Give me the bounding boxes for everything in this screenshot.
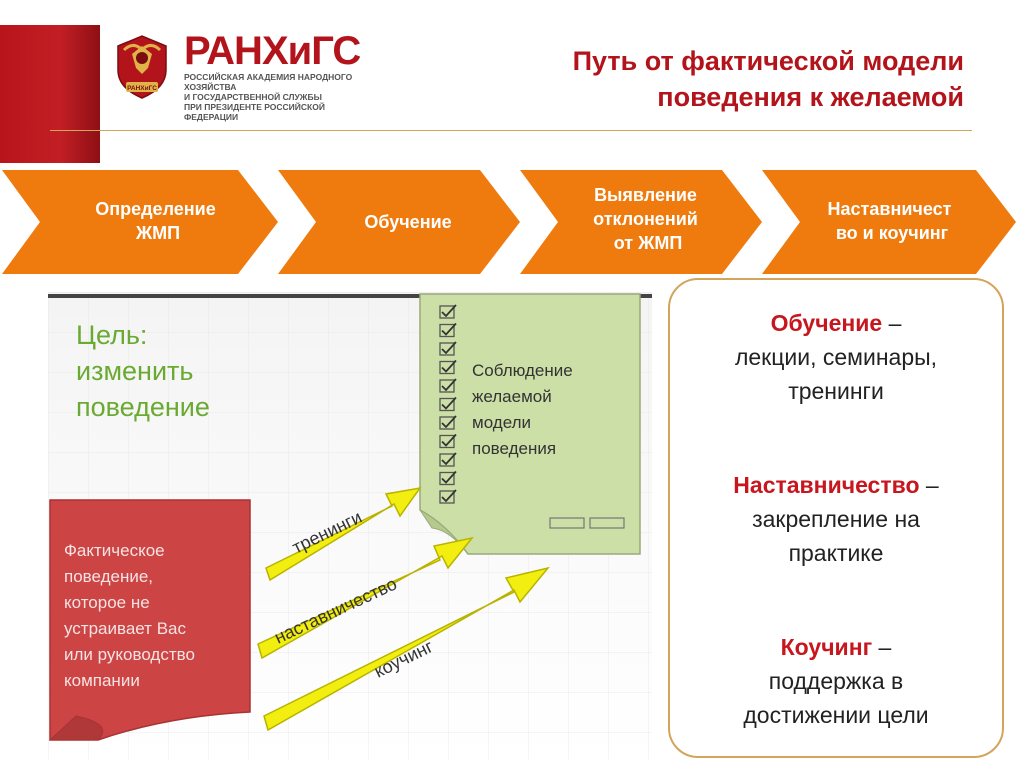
desired-behavior-text: Соблюдение желаемой модели поведения (472, 361, 577, 458)
logo-name: РАНХиГС (184, 29, 361, 73)
logo-subtitle-line: при Президенте Российской Федерации (184, 102, 325, 122)
note-field-box (589, 517, 625, 529)
actual-behavior-text: Фактическое поведение, которое не устраи… (64, 541, 200, 690)
goal-text: Цель: изменить поведение (76, 320, 210, 422)
arrow-coaching (263, 566, 550, 732)
info-panel: Обучение – лекции, семинары, тренинги На… (668, 278, 1004, 758)
arrows-group (257, 486, 550, 732)
step-chevron-3 (520, 170, 762, 274)
arrow-mentoring (257, 536, 474, 660)
process-steps: Определение ЖМП Обучение Выявление откло… (2, 170, 1016, 274)
arrow-trainings (265, 486, 422, 582)
checkbox-icon (439, 433, 457, 449)
header-red-block (0, 25, 100, 163)
slide-title-line: поведения к желаемой (657, 82, 964, 112)
checkbox-icon (439, 415, 457, 430)
behavior-illustration: Цель: изменить поведение Соблюдение жела… (48, 292, 652, 760)
checkbox-icon (439, 489, 457, 504)
step-label-4: Наставничест во и коучинг (828, 199, 957, 243)
info-training: Обучение – лекции, семинары, тренинги (670, 306, 1002, 408)
logo-subtitle-line: и государственной службы (184, 92, 322, 102)
checkbox-column (439, 304, 457, 504)
info-line: тренинги (788, 378, 884, 404)
info-line: закрепление на (752, 506, 920, 532)
illustration-canvas: Цель: изменить поведение Соблюдение жела… (48, 292, 652, 760)
checkbox-icon (439, 470, 457, 486)
term-dash: – (919, 472, 939, 498)
checkbox-icon (439, 304, 457, 319)
step-chevron-2 (278, 170, 520, 274)
checkbox-icon (439, 341, 457, 356)
slide-title-line: Путь от фактической модели (572, 46, 964, 76)
logo-subtitle: Российская академия народного хозяйства … (184, 72, 354, 122)
checkbox-icon (439, 378, 457, 393)
info-line: лекции, семинары, (734, 344, 938, 370)
title-divider (50, 130, 972, 131)
checkbox-icon (439, 322, 457, 338)
info-line: практике (788, 540, 884, 566)
step-chevron-4 (762, 170, 1016, 274)
checkbox-icon (439, 359, 457, 375)
ranepa-emblem: РАНХиГС (112, 28, 172, 105)
seal-text: РАНХиГС (127, 85, 157, 92)
step-label-3: Выявление отклонений от ЖМП (593, 185, 703, 253)
step-label-2: Обучение (364, 212, 451, 232)
checkbox-icon (439, 396, 457, 412)
info-line: поддержка в (768, 668, 904, 694)
term-mentoring: Наставничество (733, 472, 920, 498)
info-coaching: Коучинг – поддержка в достижении цели (670, 630, 1002, 732)
note-field-box (549, 517, 585, 529)
step-chevron-1 (2, 170, 278, 274)
term-dash: – (882, 310, 902, 336)
term-training: Обучение (770, 310, 883, 336)
actual-behavior-note (49, 499, 251, 741)
step-label-1: Определение ЖМП (95, 199, 221, 243)
checkbox-icon (439, 452, 457, 467)
info-mentoring: Наставничество – закрепление на практике (670, 468, 1002, 570)
term-coaching: Коучинг (780, 634, 873, 660)
logo-subtitle-line: Российская академия народного хозяйства (184, 72, 353, 92)
info-line: достижении цели (743, 702, 929, 728)
term-dash: – (872, 634, 892, 660)
slide-title: Путь от фактической модели поведения к ж… (573, 43, 964, 115)
brand-logo: РАНХиГС Российская академия народного хо… (184, 29, 361, 122)
illustration-top-bar (48, 294, 652, 298)
